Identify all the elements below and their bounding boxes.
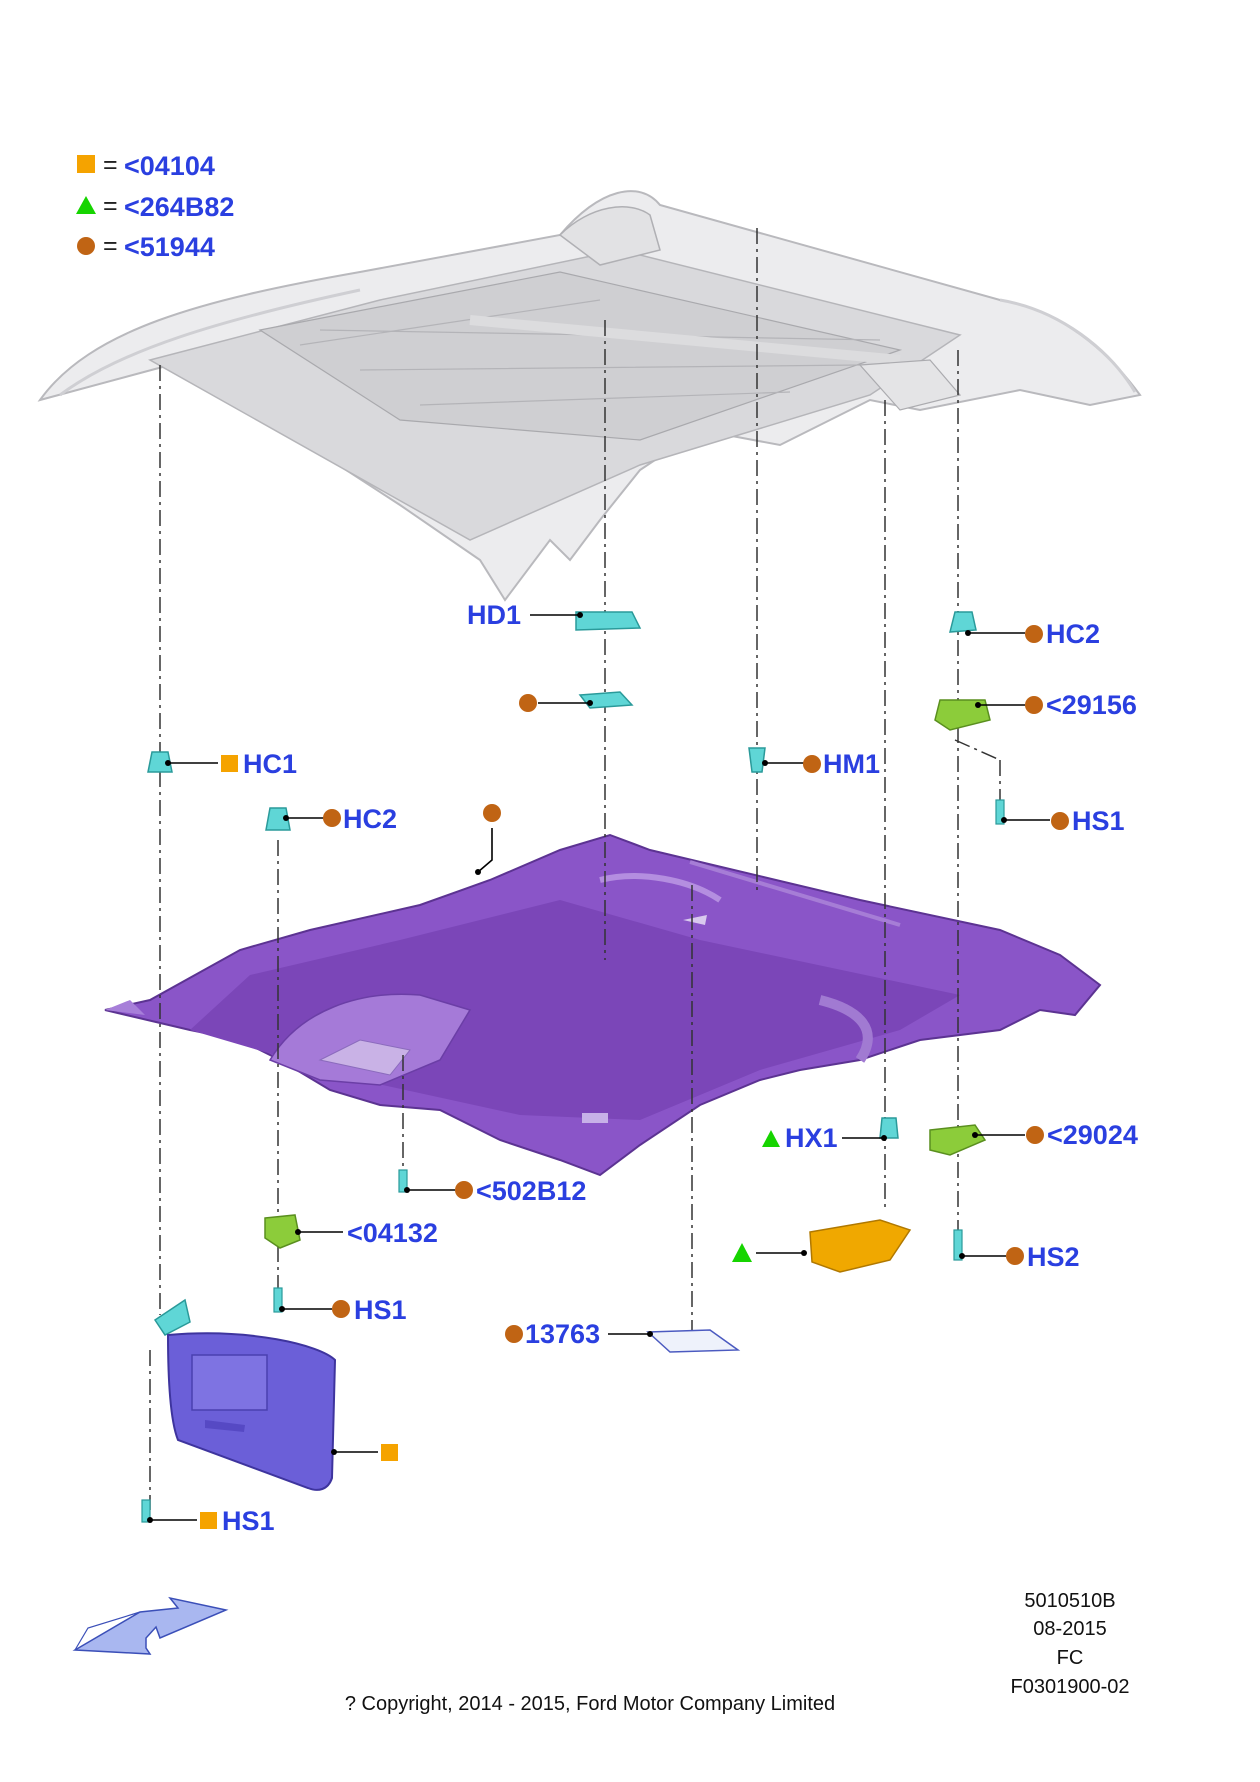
visor-hinge (153, 1298, 191, 1336)
triangle-icon (732, 1243, 752, 1262)
circle-icon (323, 809, 341, 827)
clip-hm1 (748, 747, 766, 773)
circle-icon (803, 755, 821, 773)
circle-icon (1051, 812, 1069, 830)
legend-square-icon (77, 155, 95, 173)
label-hc2-top: HC2 (1046, 619, 1100, 649)
circle-icon (1025, 625, 1043, 643)
circle-icon (1006, 1247, 1024, 1265)
circle-icon (1025, 696, 1043, 714)
clip-hd1 (575, 611, 642, 631)
label-hc1: HC1 (243, 749, 297, 779)
label-hc2-left: HC2 (343, 804, 397, 834)
screw-hs1-mid (273, 1287, 283, 1313)
direction-arrow-icon (72, 1596, 229, 1655)
drawing-number: 5010510B (1024, 1590, 1116, 1612)
legend-code-triangle: <264B82 (124, 192, 234, 222)
label-hm1: HM1 (823, 749, 880, 779)
label-hd1: HD1 (467, 600, 521, 630)
bracket-04132 (264, 1214, 301, 1249)
clip-hc2-top (949, 611, 977, 633)
legend-circle-icon (77, 237, 95, 255)
fasteners (141, 611, 1005, 1523)
clip-circle-mid (578, 691, 634, 709)
square-icon (221, 755, 238, 772)
square-icon (381, 1444, 398, 1461)
legend-code-circle: <51944 (124, 232, 215, 262)
clip-hc2-left (265, 807, 291, 831)
label-13763: 13763 (525, 1319, 600, 1349)
legend: = <04104 = <264B82 = <51944 (76, 151, 234, 262)
grab-handle (809, 1219, 912, 1273)
label-29024: <29024 (1047, 1120, 1138, 1150)
callouts: HD1 HC2 <29156 HC1 HM1 HC2 HS1 HX (147, 600, 1138, 1536)
screw-hs2 (953, 1229, 963, 1261)
screw-hs1-bottom (141, 1499, 151, 1523)
label-29156: <29156 (1046, 690, 1137, 720)
circle-icon (455, 1181, 473, 1199)
figure-number: F0301900-02 (1010, 1676, 1130, 1698)
svg-text:=: = (103, 192, 118, 220)
legend-triangle-icon (76, 196, 96, 214)
circle-icon (519, 694, 537, 712)
bracket-29024 (929, 1124, 987, 1156)
legend-code-square: <04104 (124, 151, 215, 181)
headliner-panel (104, 833, 1102, 1177)
label-hs1-bottom: HS1 (222, 1506, 275, 1536)
clip-hc1 (147, 751, 173, 773)
drawing-code: FC (1056, 1647, 1084, 1669)
triangle-icon (762, 1130, 780, 1147)
label-hs2: HS2 (1027, 1242, 1080, 1272)
copyright-notice: ? Copyright, 2014 - 2015, Ford Motor Com… (344, 1693, 836, 1715)
circle-icon (505, 1325, 523, 1343)
roof-panel (37, 190, 1142, 602)
clip-hx1 (879, 1117, 899, 1139)
label-hs1-mid: HS1 (354, 1295, 407, 1325)
drawing-date: 08-2015 (1033, 1618, 1107, 1640)
circle-icon (483, 804, 501, 822)
label-hs1-right: HS1 (1072, 806, 1125, 836)
dome-lamp-lens (646, 1329, 741, 1353)
sun-visor (166, 1332, 337, 1491)
svg-text:=: = (103, 151, 118, 179)
brackets (264, 699, 991, 1249)
circle-icon (1026, 1126, 1044, 1144)
label-502b12: <502B12 (476, 1176, 586, 1206)
circle-icon (332, 1300, 350, 1318)
label-04132: <04132 (347, 1218, 438, 1248)
square-icon (200, 1512, 217, 1529)
svg-text:=: = (103, 232, 118, 260)
screw-hs1-right (995, 799, 1005, 825)
screw-502b12 (398, 1169, 408, 1193)
bracket-29156 (934, 699, 991, 731)
label-hx1: HX1 (785, 1123, 838, 1153)
